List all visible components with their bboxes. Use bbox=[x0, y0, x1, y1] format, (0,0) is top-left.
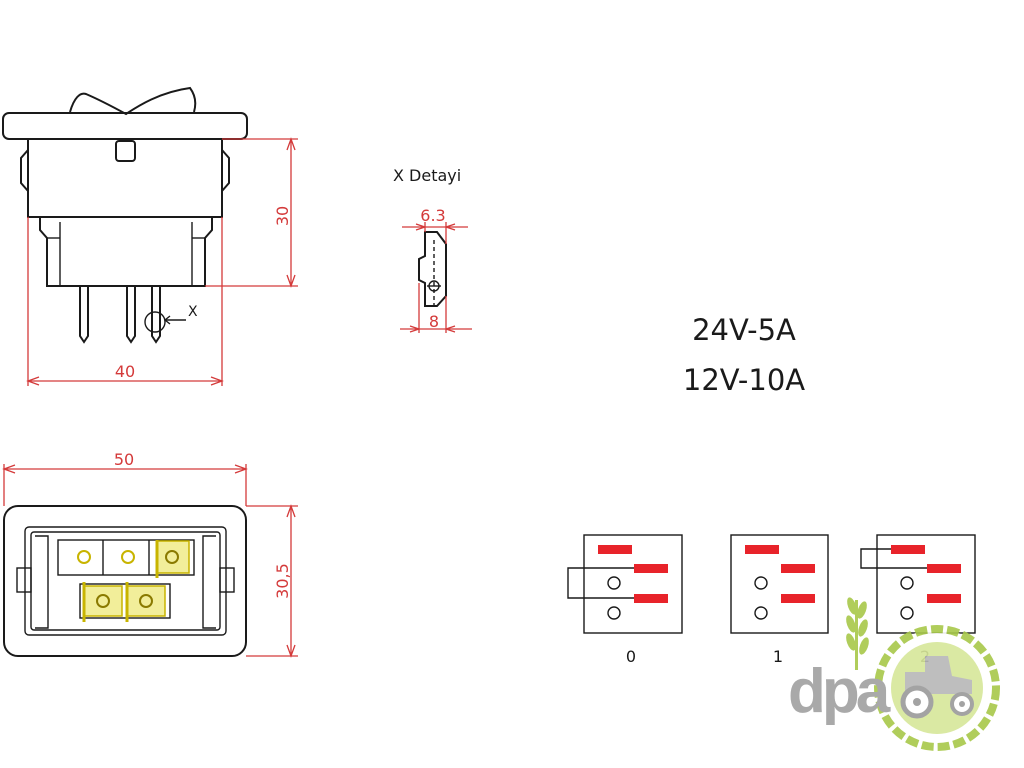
position-0-box bbox=[583, 534, 683, 634]
tab-outline bbox=[418, 231, 447, 307]
dim-height-side: 30 bbox=[273, 206, 292, 226]
pin-left bbox=[79, 286, 89, 344]
dim-tab-width: 6.3 bbox=[420, 206, 445, 225]
dim-width-top: 50 bbox=[114, 450, 134, 469]
dim-tab-length: 8 bbox=[429, 312, 439, 331]
position-1-label: 1 bbox=[773, 647, 783, 666]
led-window bbox=[115, 140, 136, 162]
detail-marker-label: X bbox=[188, 304, 198, 320]
rating-12v: 12V-10A bbox=[683, 363, 805, 397]
top-bezel bbox=[3, 505, 247, 657]
tractor-icon bbox=[900, 656, 974, 719]
top-view: 50 30,5 bbox=[2, 450, 298, 658]
dpa-logo: dpa bbox=[788, 597, 1000, 751]
pin-center bbox=[126, 286, 136, 344]
pin-right bbox=[151, 286, 161, 344]
logo-text: dpa bbox=[788, 657, 891, 726]
position-0-label: 0 bbox=[626, 647, 636, 666]
switch-body bbox=[27, 138, 223, 218]
position-1: 1 bbox=[730, 534, 829, 666]
switch-base bbox=[39, 217, 213, 287]
detail-title: X Detayi bbox=[393, 166, 461, 185]
right-clip bbox=[221, 149, 230, 192]
dim-height-top: 30,5 bbox=[273, 563, 292, 599]
rating-24v: 24V-5A bbox=[692, 313, 796, 347]
bezel bbox=[2, 112, 248, 140]
position-0: 0 bbox=[567, 534, 683, 666]
rocker-cap bbox=[69, 86, 197, 116]
position-1-box bbox=[730, 534, 829, 634]
dim-width-side: 40 bbox=[115, 362, 135, 381]
ratings: 24V-5A 12V-10A bbox=[683, 313, 805, 397]
tab-detail: X Detayi 6.3 8 bbox=[393, 166, 472, 333]
side-view: X 30 40 bbox=[2, 86, 298, 386]
detail-circle bbox=[144, 311, 166, 333]
left-clip bbox=[20, 149, 29, 192]
wheat-icon bbox=[846, 597, 869, 670]
